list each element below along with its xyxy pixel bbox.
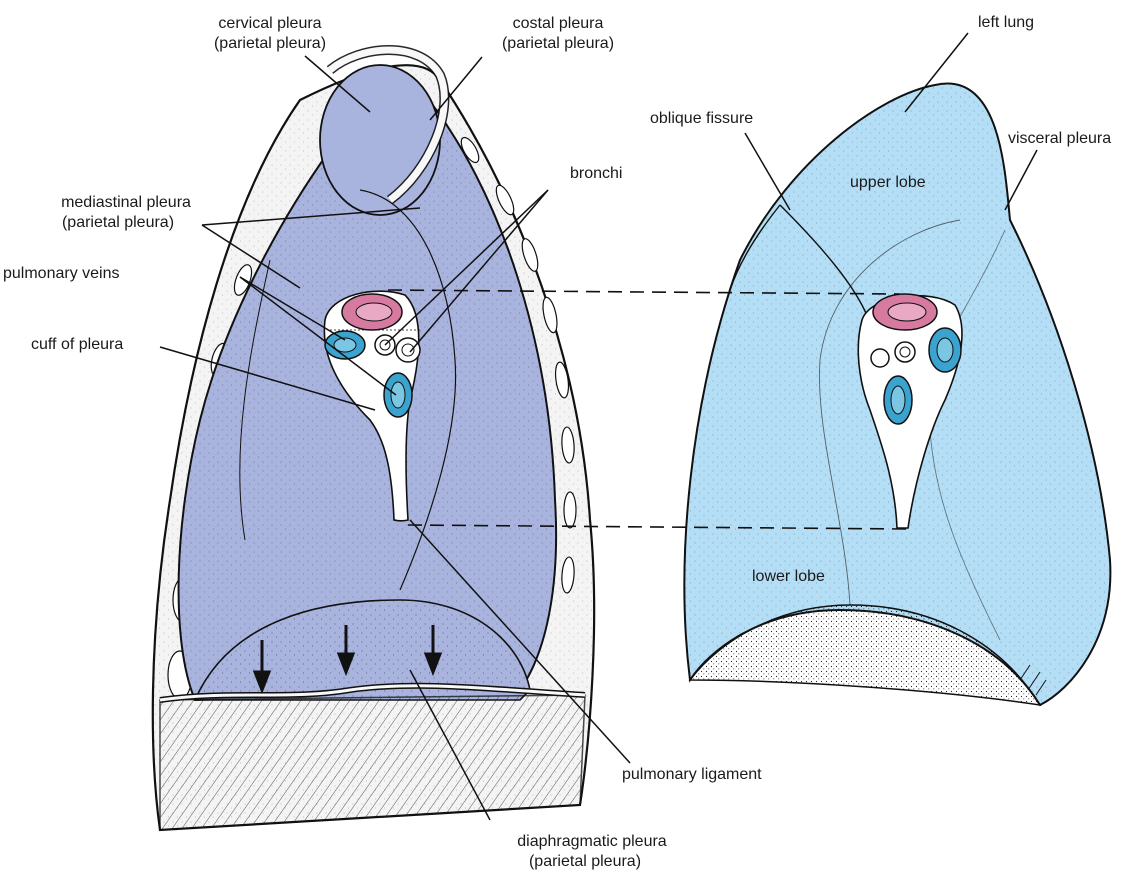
label-oblique-fissure: oblique fissure bbox=[650, 110, 753, 127]
label-pulmonary-ligament: pulmonary ligament bbox=[622, 766, 762, 783]
label-cervical-pleura: cervical pleura bbox=[218, 15, 321, 32]
label-diaphragmatic-pleura: diaphragmatic pleura bbox=[517, 833, 667, 850]
label-visceral-pleura: visceral pleura bbox=[1008, 130, 1111, 147]
lower-ribs bbox=[160, 695, 585, 830]
cervical-pleura-dome bbox=[320, 65, 440, 215]
label-pulmonary-veins: pulmonary veins bbox=[3, 265, 120, 282]
label-upper-lobe: upper lobe bbox=[850, 174, 926, 191]
label-mediastinal-pleura-sub: (parietal pleura) bbox=[62, 214, 174, 231]
thoracic-cavity-figure bbox=[153, 50, 594, 830]
label-lower-lobe: lower lobe bbox=[752, 568, 825, 585]
label-diaphragmatic-pleura-sub: (parietal pleura) bbox=[529, 853, 641, 870]
label-bronchi: bronchi bbox=[570, 165, 622, 182]
label-costal-pleura-sub: (parietal pleura) bbox=[502, 35, 614, 52]
label-mediastinal-pleura: mediastinal pleura bbox=[61, 194, 191, 211]
label-cervical-pleura-sub: (parietal pleura) bbox=[214, 35, 326, 52]
label-cuff-of-pleura: cuff of pleura bbox=[31, 336, 123, 353]
label-left-lung: left lung bbox=[978, 14, 1034, 31]
label-costal-pleura: costal pleura bbox=[513, 15, 604, 32]
